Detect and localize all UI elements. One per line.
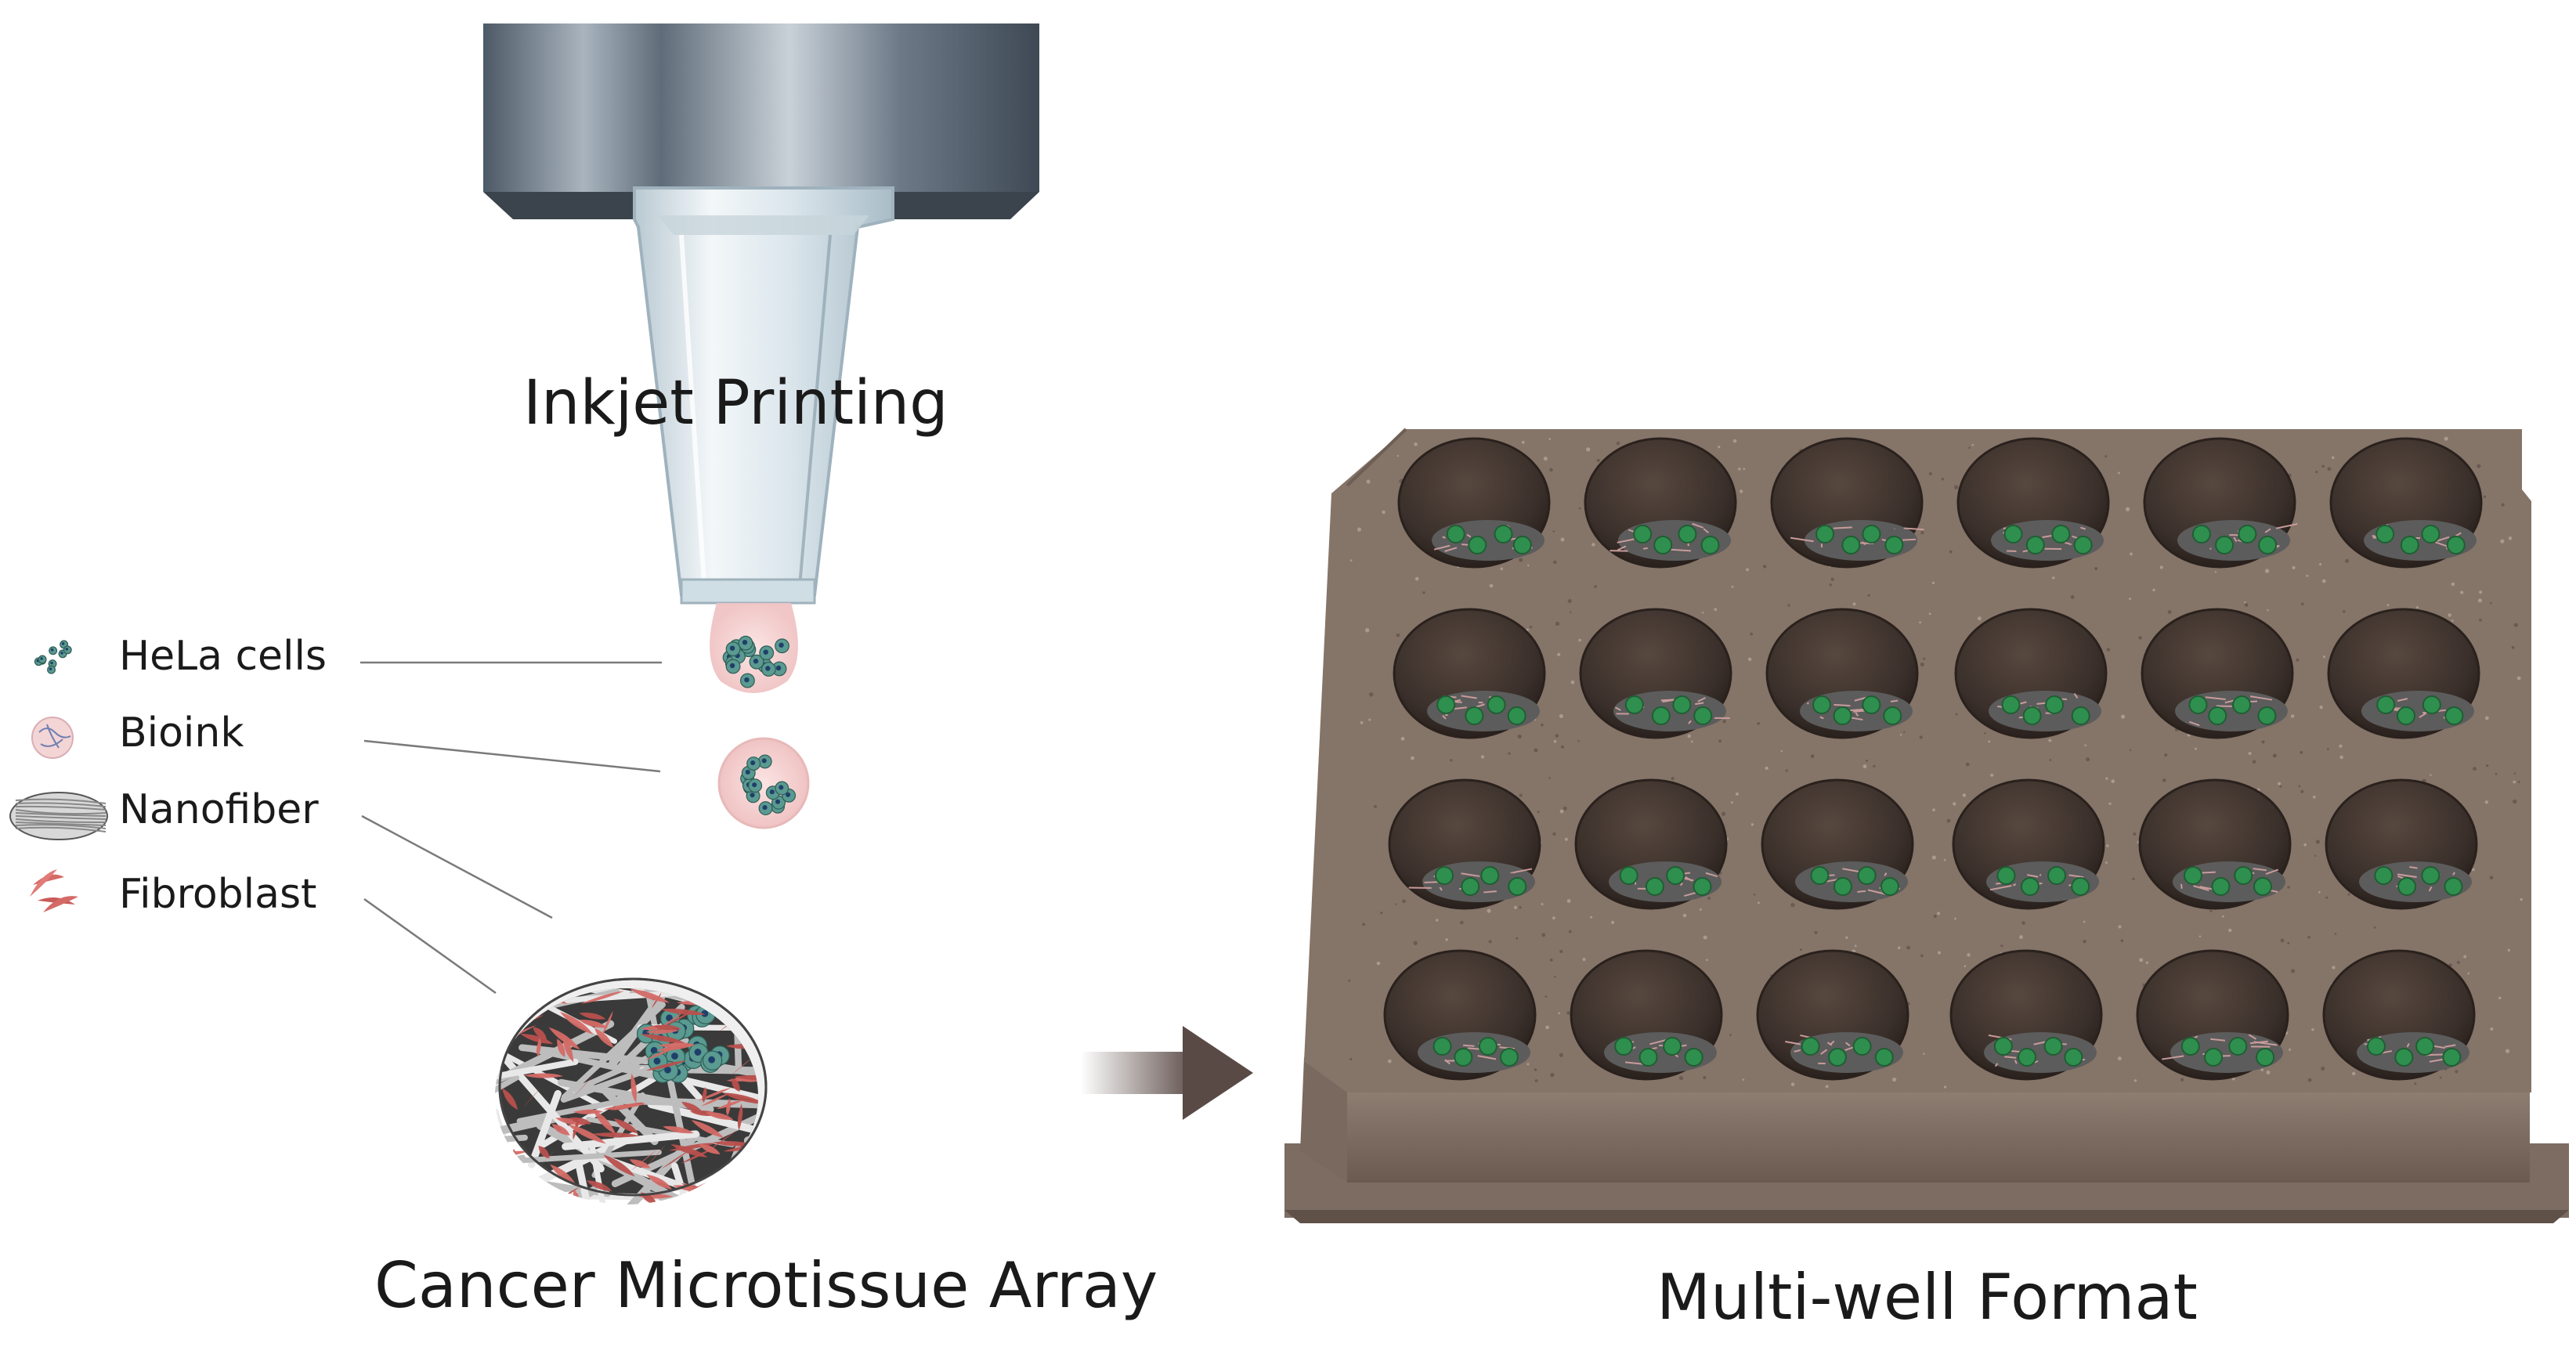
well <box>1574 778 1728 910</box>
leader-fibroblast <box>363 897 497 995</box>
well <box>1584 437 1737 569</box>
well <box>2329 437 2483 569</box>
leader-nanofiber <box>361 814 553 919</box>
well <box>1952 778 2105 910</box>
well <box>1765 608 1919 739</box>
well <box>2141 608 2294 739</box>
well <box>2322 949 2476 1081</box>
inkjet-printing-title: Inkjet Printing <box>523 368 948 439</box>
fibroblast-icon <box>30 869 78 912</box>
plate-top <box>1304 429 2531 1092</box>
well <box>1954 608 2108 739</box>
leader-bioink <box>363 739 661 773</box>
legend-label-hela: HeLa cells <box>119 633 327 680</box>
well <box>1761 778 1914 910</box>
process-arrow <box>1081 1026 1253 1120</box>
hela-cells-icon <box>34 640 72 674</box>
multiwell-format-title: Multi-well Format <box>1657 1261 2198 1334</box>
well <box>1770 437 1924 569</box>
hela-cluster-drop <box>740 754 797 816</box>
well-grid <box>1383 437 2483 1081</box>
leader-lines <box>360 661 662 995</box>
bioink-icon <box>31 717 74 759</box>
multiwell-plate <box>1284 428 2569 1223</box>
nozzle-tip <box>633 186 894 605</box>
well <box>2325 778 2478 910</box>
well <box>1570 949 1723 1081</box>
well <box>1397 437 1551 569</box>
droplet-falling <box>717 737 810 829</box>
well <box>2327 608 2480 739</box>
well <box>2143 437 2298 569</box>
well <box>1383 949 1537 1081</box>
legend-label-bioink: Bioink <box>119 710 244 757</box>
legend <box>9 640 108 912</box>
well <box>1949 949 2103 1081</box>
microtissue-array-title: Cancer Microtissue Array <box>374 1249 1158 1322</box>
well <box>1393 608 1546 739</box>
hela-cluster-tip <box>722 635 789 688</box>
legend-label-fibroblast: Fibroblast <box>119 871 317 918</box>
well <box>1579 608 1732 739</box>
legend-label-nanofiber: Nanofiber <box>119 786 319 833</box>
printhead-body <box>483 23 1039 192</box>
well <box>1956 437 2110 569</box>
nanofiber-icon <box>9 792 108 840</box>
well <box>1756 949 1909 1081</box>
well <box>1388 778 1541 910</box>
well <box>2138 778 2292 910</box>
well <box>2136 949 2289 1081</box>
